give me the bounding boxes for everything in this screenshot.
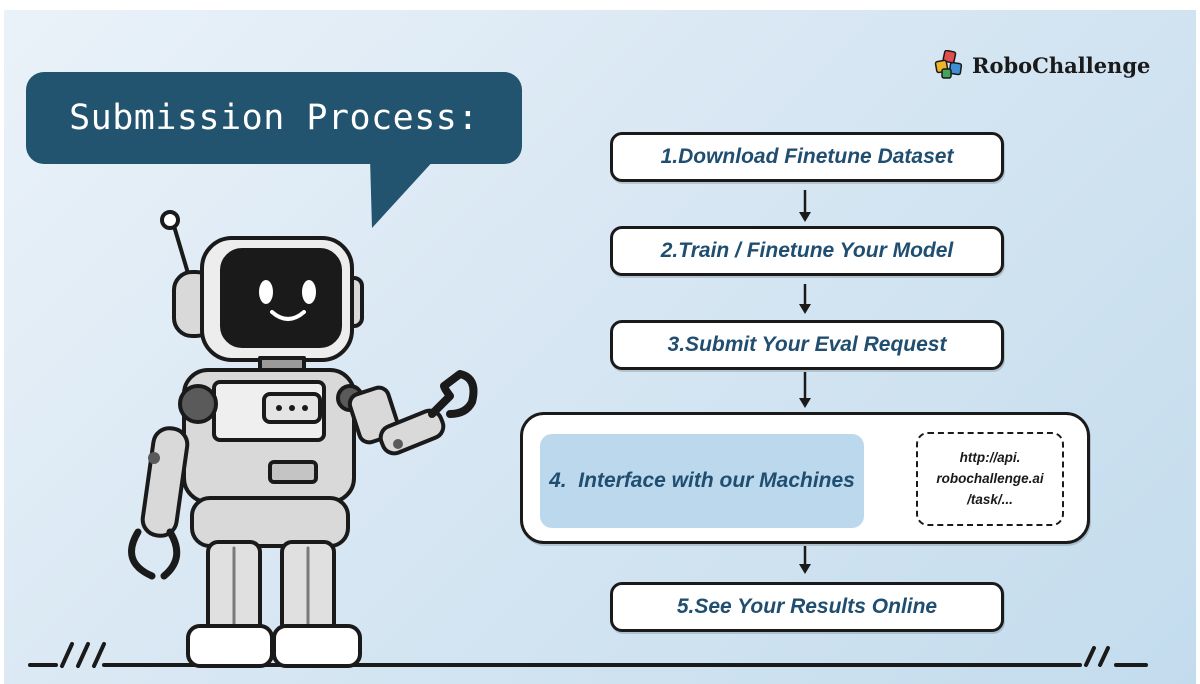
step-2-box: 2.Train / Finetune Your Model (610, 226, 1004, 276)
api-endpoint-line-3: /task/... (967, 492, 1013, 507)
speech-bubble-title: Submission Process: (69, 98, 479, 138)
step-4-box: 4. Interface with our Machines (540, 434, 864, 528)
api-endpoint-line-1: http://api. (959, 450, 1021, 465)
speech-bubble-tail (370, 158, 436, 228)
step-3-label: 3.Submit Your Eval Request (667, 333, 947, 356)
step-5-label: 5.See Your Results Online (676, 595, 938, 618)
api-endpoint-line-2: robochallenge.ai (936, 471, 1044, 486)
brand-header: RoboChallenge (934, 50, 1150, 80)
step-1-label: 1.Download Finetune Dataset (660, 145, 954, 168)
step-2-label: 2.Train / Finetune Your Model (660, 239, 954, 262)
step-3-box: 3.Submit Your Eval Request (610, 320, 1004, 370)
flow-connectors (799, 190, 811, 574)
step-4-label: 4. Interface with our Machines (549, 469, 855, 492)
step-1-box: 1.Download Finetune Dataset (610, 132, 1004, 182)
diagram-canvas: RoboChallenge Submission Process: 1.Down… (4, 10, 1196, 684)
robot-mascot-icon (128, 210, 478, 668)
step-5-box: 5.See Your Results Online (610, 582, 1004, 632)
api-endpoint-box: http://api. robochallenge.ai /task/... (916, 432, 1064, 526)
diagram-drawing (28, 158, 1148, 668)
puzzle-pieces-icon (934, 50, 963, 79)
speech-bubble: Submission Process: (26, 72, 522, 164)
brand-name: RoboChallenge (972, 52, 1151, 78)
